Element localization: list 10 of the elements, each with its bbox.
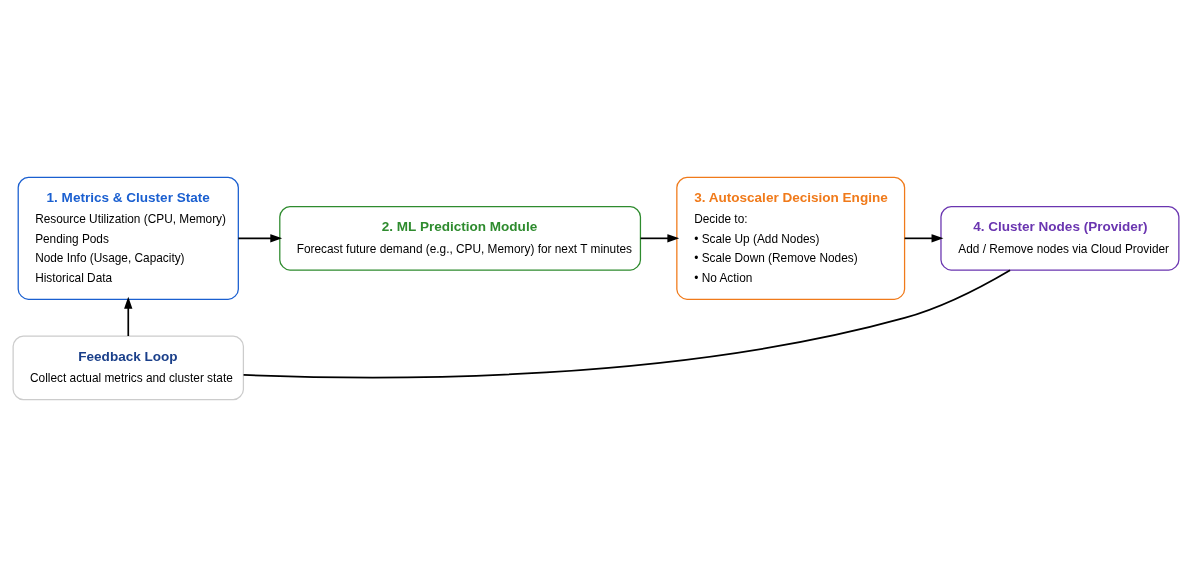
arrow — [124, 296, 133, 337]
connector — [242, 268, 1011, 378]
node-box: 1. Metrics & Cluster State Resource Utilization (CPU, Memory) Pending Pods Node Info (Usage, Capacity) Historical Data — [17, 176, 239, 300]
node-box: 3. Autoscaler Decision Engine Decide to: • Scale Up (Add Nodes) • Scale Down (Remove Nodes) • No Action — [676, 176, 906, 300]
node-box: 2. ML Prediction Module Forecast future demand (e.g., CPU, Memory) for next T minutes — [279, 205, 642, 271]
node-box: 4. Cluster Nodes (Provider) Add / Remove nodes via Cloud Provider — [940, 205, 1180, 271]
arrow — [903, 233, 944, 242]
arrow — [237, 233, 283, 242]
node-box: Feedback Loop Collect actual metrics and cluster state — [12, 335, 245, 400]
arrow — [639, 233, 680, 242]
